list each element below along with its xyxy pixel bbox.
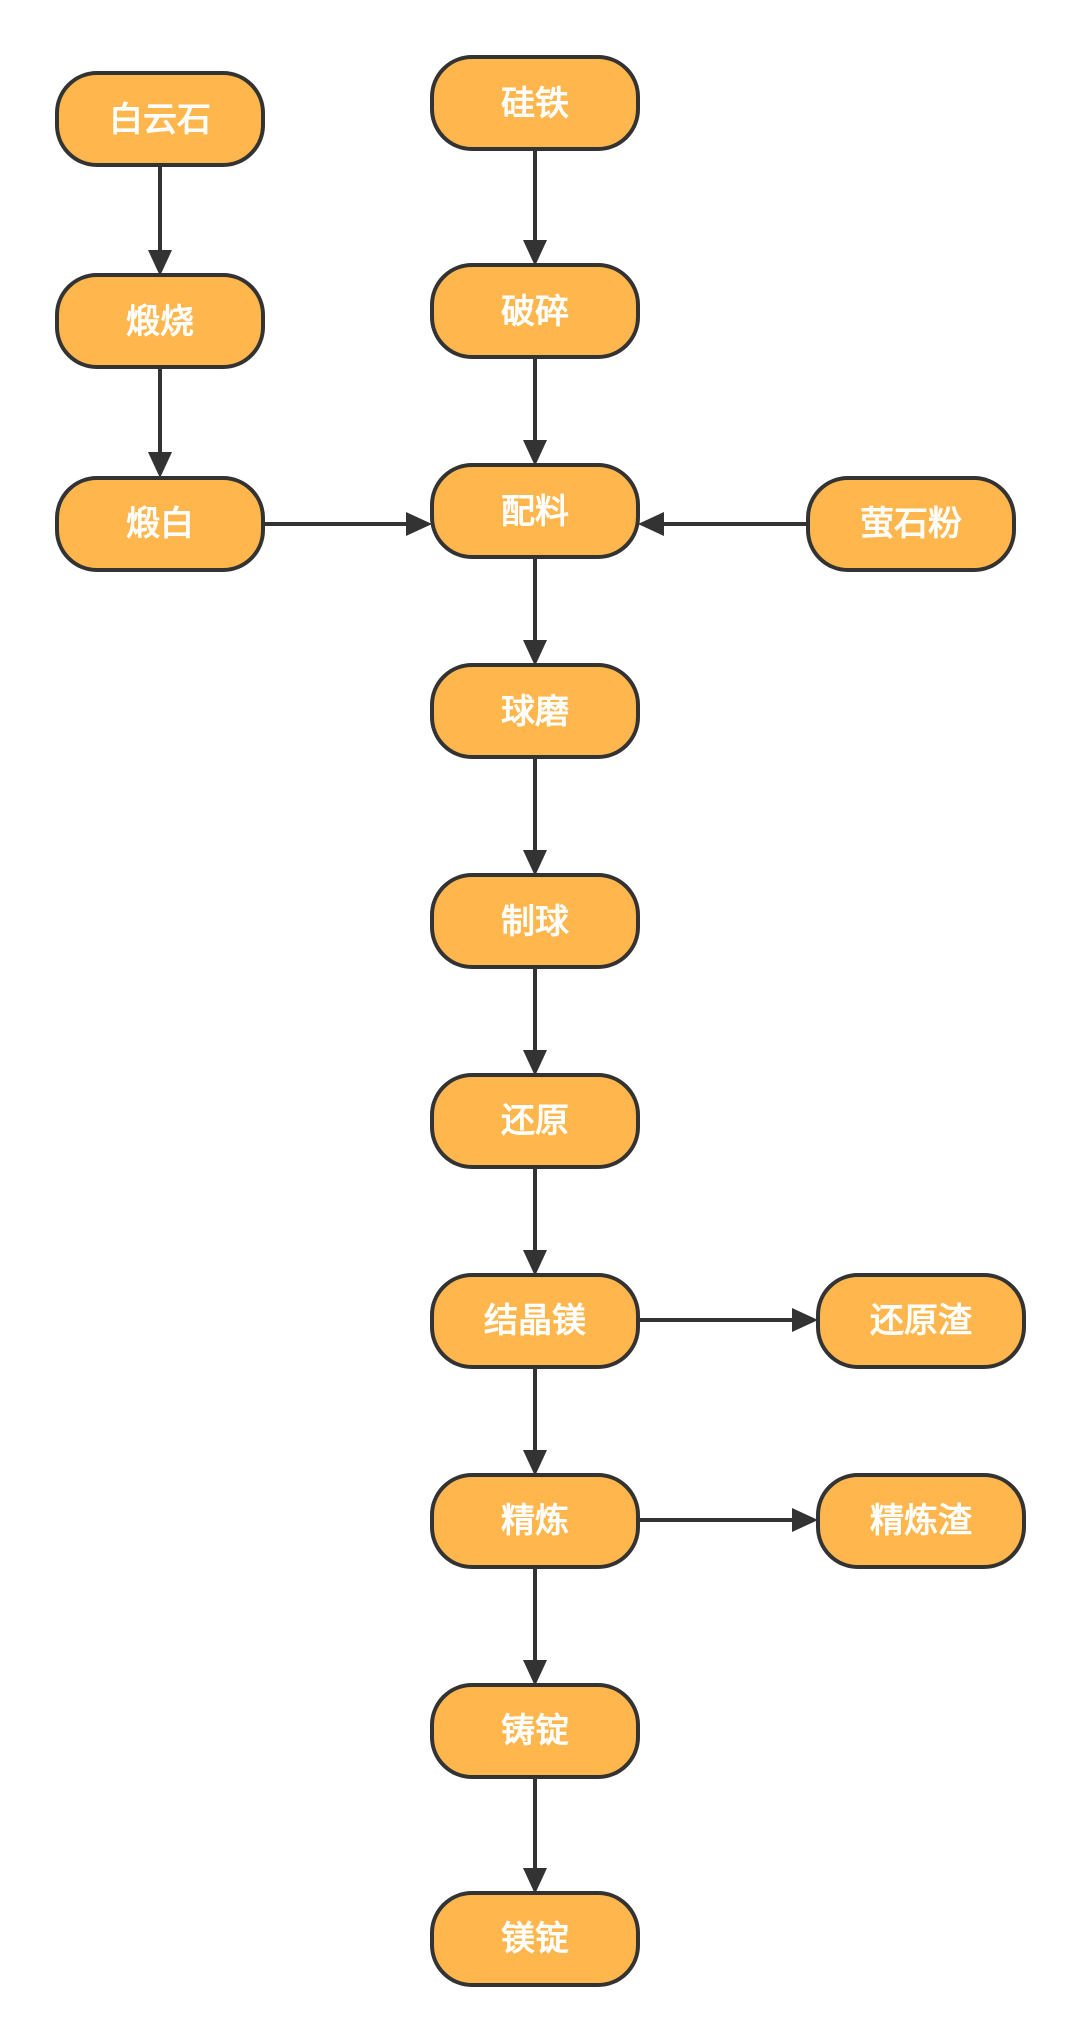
- node-label-refining-slag: 精炼渣: [870, 1501, 973, 1541]
- node-calcined-dolomite: 煅白: [55, 476, 265, 572]
- node-ball-milling: 球磨: [430, 663, 640, 759]
- node-label-ingot-casting: 铸锭: [501, 1711, 569, 1751]
- node-label-magnesium-ingot: 镁锭: [501, 1919, 569, 1959]
- node-reduction: 还原: [430, 1073, 640, 1169]
- arrow-head-icon: [406, 512, 432, 536]
- node-label-crystalline-magnesium: 结晶镁: [484, 1301, 586, 1341]
- node-ingot-casting: 铸锭: [430, 1683, 640, 1779]
- node-crystalline-magnesium: 结晶镁: [430, 1273, 640, 1369]
- node-reduction-slag: 还原渣: [816, 1273, 1026, 1369]
- node-label-pelletizing: 制球: [501, 902, 570, 942]
- edges: [148, 151, 818, 1894]
- arrow-head-icon: [523, 1450, 547, 1476]
- node-crushing: 破碎: [430, 263, 640, 359]
- node-ferrosilicon: 硅铁: [430, 55, 640, 151]
- nodes: 白云石 煅烧 煅白 硅铁 破碎 配料 萤石粉: [55, 55, 1026, 1987]
- node-batching: 配料: [430, 463, 640, 559]
- node-label-reduction: 还原: [501, 1101, 569, 1141]
- node-label-ferrosilicon: 硅铁: [501, 84, 569, 124]
- arrow-head-icon: [148, 452, 172, 478]
- node-refining-slag: 精炼渣: [816, 1473, 1026, 1569]
- arrow-head-icon: [523, 240, 547, 266]
- node-label-calcined-dolomite: 煅白: [126, 504, 194, 544]
- arrow-head-icon: [523, 1050, 547, 1076]
- node-label-calcining: 煅烧: [126, 302, 194, 342]
- arrow-head-icon: [523, 850, 547, 876]
- arrow-head-icon: [523, 1250, 547, 1276]
- node-label-crushing: 破碎: [501, 292, 569, 332]
- arrow-head-icon: [523, 1660, 547, 1686]
- node-label-refining: 精炼: [501, 1501, 569, 1541]
- arrow-head-icon: [638, 512, 664, 536]
- node-label-ball-milling: 球磨: [501, 692, 569, 732]
- node-pelletizing: 制球: [430, 873, 640, 969]
- node-label-reduction-slag: 还原渣: [870, 1301, 973, 1341]
- node-fluorite-powder: 萤石粉: [806, 476, 1016, 572]
- node-label-batching: 配料: [501, 492, 569, 532]
- node-dolomite: 白云石: [55, 71, 265, 167]
- arrow-head-icon: [523, 440, 547, 466]
- node-calcining: 煅烧: [55, 273, 265, 369]
- node-magnesium-ingot: 镁锭: [430, 1891, 640, 1987]
- arrow-head-icon: [523, 640, 547, 666]
- node-label-fluorite-powder: 萤石粉: [860, 504, 962, 544]
- arrow-head-icon: [148, 250, 172, 276]
- node-refining: 精炼: [430, 1473, 640, 1569]
- node-label-dolomite: 白云石: [109, 100, 211, 140]
- arrow-head-icon: [792, 1308, 818, 1332]
- arrow-head-icon: [792, 1508, 818, 1532]
- arrow-head-icon: [523, 1868, 547, 1894]
